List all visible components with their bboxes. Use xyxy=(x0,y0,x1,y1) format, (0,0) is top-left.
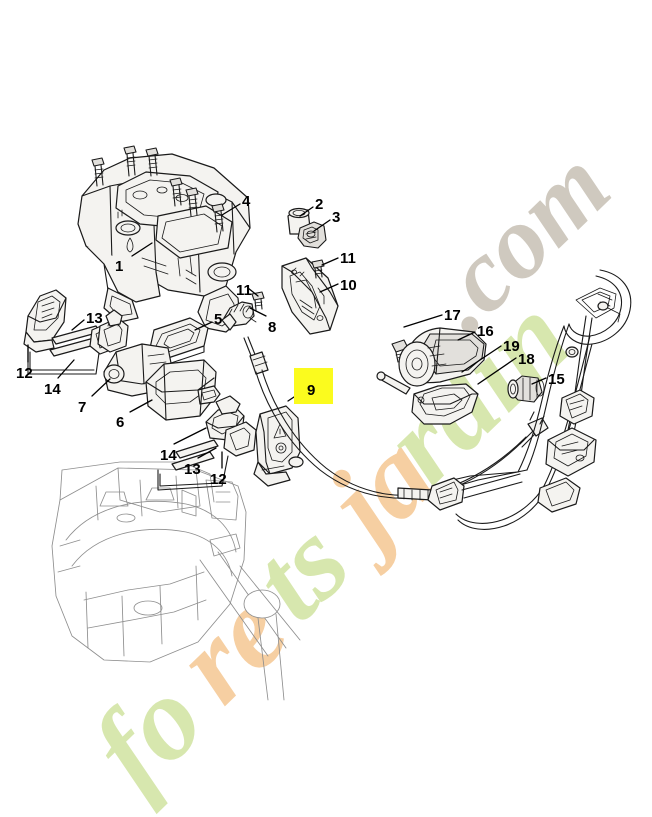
callout-label-11b: 11 xyxy=(340,250,356,267)
leader-line-4 xyxy=(221,203,241,216)
callout-label-14c: 14 xyxy=(160,447,177,464)
leader-line-2 xyxy=(299,206,314,217)
callout-label-13c: 13 xyxy=(184,461,201,478)
callout-label-12c: 12 xyxy=(210,471,227,488)
callout-label-10: 10 xyxy=(340,277,357,294)
leader-line-10 xyxy=(319,283,339,293)
part-rear-handle-frame xyxy=(427,269,632,530)
part-8-boot-connector xyxy=(221,301,257,331)
part-16-trigger-housing xyxy=(398,327,487,387)
callout-label-6: 6 xyxy=(116,414,125,431)
leader-line-19 xyxy=(461,345,502,373)
part-cluster-center xyxy=(157,395,304,491)
callout-label-5: 5 xyxy=(214,311,223,328)
callout-label-16: 16 xyxy=(477,323,494,340)
leader-line-11 xyxy=(247,287,259,297)
leader-line-15 xyxy=(531,377,547,385)
leader-line-11b xyxy=(321,257,339,266)
callout-label-7: 7 xyxy=(78,399,87,416)
part-10-side-panel xyxy=(281,257,339,335)
callout-label-1: 1 xyxy=(115,258,124,275)
callout-leader-lines xyxy=(27,203,547,469)
callout-label-8: 8 xyxy=(268,319,277,336)
leader-line-13c xyxy=(197,447,217,459)
part-3-grommet xyxy=(297,221,327,249)
leader-line-18 xyxy=(477,357,517,385)
leader-line-6 xyxy=(129,399,153,413)
callout-label-13: 13 xyxy=(86,310,103,327)
leader-line-16 xyxy=(457,331,476,341)
part-6-bracket-shell xyxy=(145,359,221,421)
callout-label-18: 18 xyxy=(518,351,535,368)
callout-label-19: 19 xyxy=(503,338,520,355)
leader-line-1 xyxy=(131,242,153,257)
ghost-main-housing xyxy=(51,461,301,701)
callout-label-9: 9 xyxy=(307,382,316,399)
callout-label-3: 3 xyxy=(332,209,341,226)
part-4-screws xyxy=(91,145,225,233)
leader-line-8 xyxy=(249,307,267,317)
callout-label-4: 4 xyxy=(242,193,251,210)
leader-line-3 xyxy=(313,219,331,232)
callout-label-15: 15 xyxy=(548,371,565,388)
part-1-handle-housing xyxy=(77,153,251,333)
leader-line-14c xyxy=(173,427,207,445)
callout-label-2: 2 xyxy=(315,196,324,213)
callout-label-12: 12 xyxy=(16,365,33,382)
callout-label-14: 14 xyxy=(44,381,61,398)
part-19-trigger-lever xyxy=(376,371,479,425)
part-15-bellows-bushing xyxy=(507,375,545,403)
part-cluster-upper-left xyxy=(23,289,129,375)
leader-line-13 xyxy=(71,319,85,331)
leader-line-14 xyxy=(57,359,75,379)
leader-line-7 xyxy=(91,378,111,397)
leader-line-5 xyxy=(194,321,213,331)
highlight-box-part-9 xyxy=(294,368,333,404)
callout-label-11: 11 xyxy=(236,282,252,299)
diagram-linework: .s {fill:#f4f3f0;stroke:#1a1a1a;stroke-w… xyxy=(23,145,632,701)
callout-label-17: 17 xyxy=(444,307,461,324)
part-11-screws xyxy=(251,259,325,311)
leader-line-17 xyxy=(403,314,443,328)
part-9-throttle-cable xyxy=(243,336,549,501)
